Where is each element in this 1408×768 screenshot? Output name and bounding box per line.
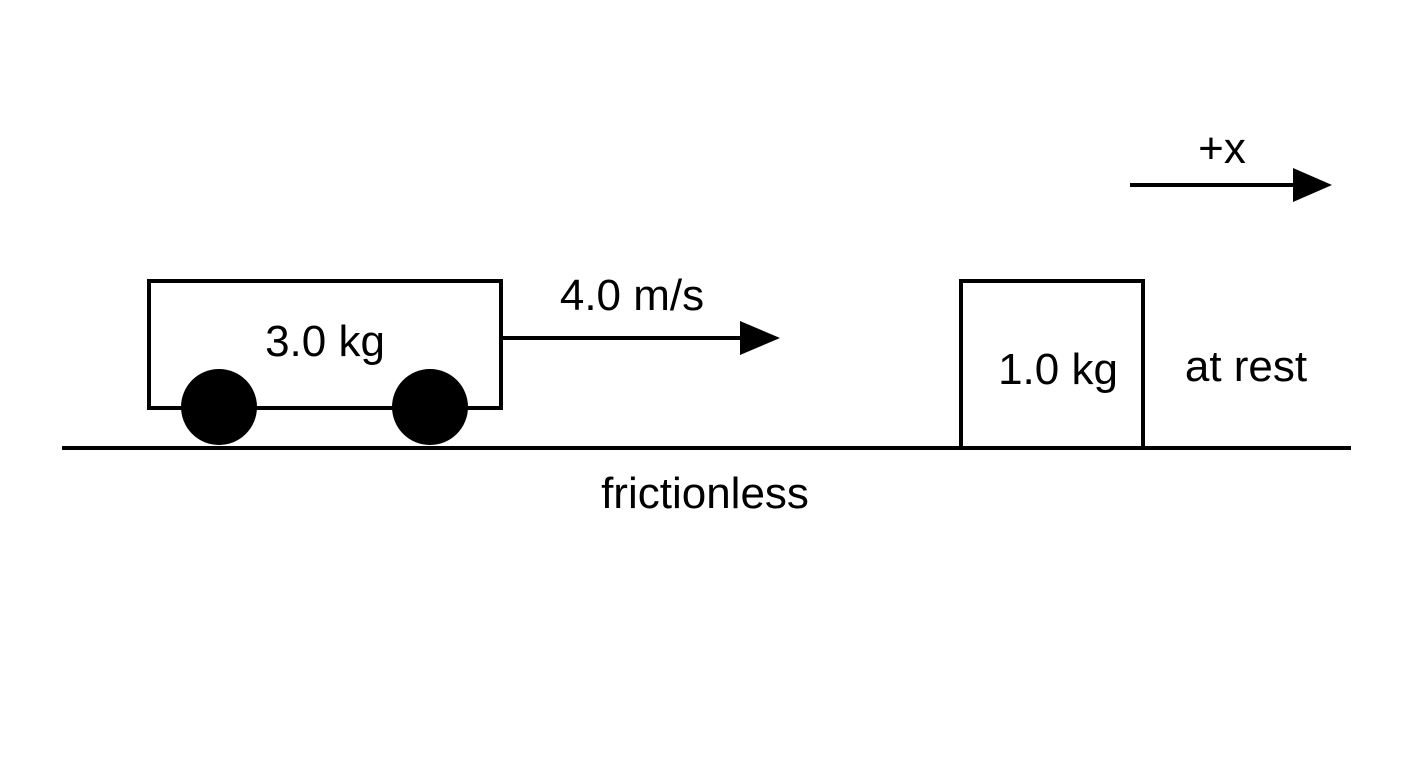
cart-mass-label: 3.0 kg bbox=[265, 317, 385, 366]
block-mass-label: 1.0 kg bbox=[998, 345, 1118, 394]
velocity-arrow: 4.0 m/s bbox=[501, 271, 780, 355]
positive-x-arrow-head bbox=[1293, 168, 1332, 202]
block-state-label: at rest bbox=[1185, 342, 1307, 391]
positive-x-label: +x bbox=[1198, 124, 1246, 173]
velocity-arrow-head bbox=[740, 321, 780, 355]
block: 1.0 kg bbox=[959, 279, 1145, 450]
cart-wheel-right bbox=[392, 369, 468, 445]
cart: 3.0 kg bbox=[147, 279, 503, 445]
surface-label: frictionless bbox=[601, 469, 809, 518]
block-body bbox=[959, 279, 1145, 450]
velocity-label: 4.0 m/s bbox=[560, 271, 704, 320]
cart-wheel-left bbox=[181, 369, 257, 445]
positive-x-indicator: +x bbox=[1130, 124, 1332, 202]
